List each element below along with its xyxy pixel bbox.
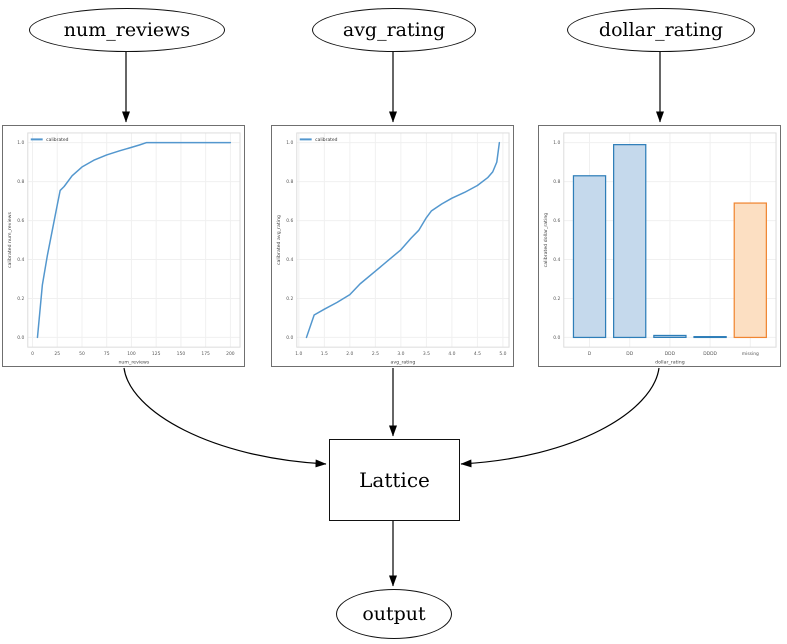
svg-text:missing: missing bbox=[742, 351, 759, 357]
svg-text:3.0: 3.0 bbox=[397, 351, 404, 357]
node-lattice: Lattice bbox=[329, 439, 460, 521]
edge-calibrator3-to-lattice bbox=[460, 367, 660, 468]
legend: calibrated bbox=[299, 137, 338, 143]
plot-frame bbox=[296, 132, 510, 348]
svg-text:DD: DD bbox=[626, 351, 633, 357]
y-axis-label: calibrated num_reviews bbox=[7, 212, 13, 269]
svg-text:1.0: 1.0 bbox=[17, 140, 24, 146]
plot-frame bbox=[563, 132, 777, 348]
svg-text:0.6: 0.6 bbox=[553, 218, 560, 224]
svg-text:5.0: 5.0 bbox=[499, 351, 506, 357]
gridlines bbox=[27, 132, 241, 348]
svg-text:3.5: 3.5 bbox=[423, 351, 430, 357]
calibration-plot-avg-rating: calibrated 1.0 1.5 2.0 2.5 3.0 3.5 4.0 4.5 5.0 0.0… bbox=[276, 132, 510, 366]
gridlines bbox=[296, 132, 510, 348]
svg-text:1.0: 1.0 bbox=[295, 351, 302, 357]
svg-text:0.8: 0.8 bbox=[553, 179, 560, 185]
svg-text:25: 25 bbox=[54, 351, 60, 357]
y-axis-label: calibrated avg_rating bbox=[276, 215, 282, 265]
svg-text:0: 0 bbox=[31, 351, 34, 357]
bar-DDD bbox=[653, 334, 687, 339]
svg-text:0.8: 0.8 bbox=[17, 179, 24, 185]
svg-text:200: 200 bbox=[226, 351, 235, 357]
svg-text:0.6: 0.6 bbox=[286, 218, 293, 224]
x-axis-label: avg_rating bbox=[390, 360, 415, 366]
svg-text:175: 175 bbox=[201, 351, 210, 357]
svg-text:0.4: 0.4 bbox=[286, 257, 293, 263]
svg-text:4.0: 4.0 bbox=[448, 351, 455, 357]
svg-text:75: 75 bbox=[104, 351, 110, 357]
edge-calibrator1-to-lattice bbox=[123, 367, 327, 468]
legend-label: calibrated bbox=[315, 137, 338, 143]
bar-DD bbox=[613, 144, 647, 339]
calibration-curve bbox=[305, 141, 501, 339]
calibration-curve bbox=[36, 141, 232, 339]
svg-text:125: 125 bbox=[152, 351, 161, 357]
bar-missing bbox=[733, 202, 767, 339]
bars bbox=[572, 144, 767, 339]
svg-text:0.4: 0.4 bbox=[553, 257, 560, 263]
node-dollar-rating: dollar_rating bbox=[567, 8, 755, 52]
y-tick-labels: 0.0 0.2 0.4 0.6 0.8 1.0 bbox=[286, 140, 293, 341]
svg-text:50: 50 bbox=[79, 351, 85, 357]
svg-text:1.0: 1.0 bbox=[286, 140, 293, 146]
x-tick-labels: 0 25 50 75 100 125 150 175 200 bbox=[31, 351, 235, 357]
svg-text:1.0: 1.0 bbox=[553, 140, 560, 146]
node-num-reviews: num_reviews bbox=[29, 8, 225, 52]
svg-text:0.2: 0.2 bbox=[286, 296, 293, 302]
node-output: output bbox=[336, 589, 452, 639]
svg-text:0.4: 0.4 bbox=[17, 257, 24, 263]
legend: calibrated bbox=[30, 137, 69, 143]
bar-DDDD bbox=[693, 336, 727, 339]
calibrator-chart-avg-rating: calibrated 1.0 1.5 2.0 2.5 3.0 3.5 4.0 4.5 5.0 0.0… bbox=[271, 125, 514, 367]
node-lattice-label: Lattice bbox=[359, 468, 430, 492]
node-avg-rating-label: avg_rating bbox=[342, 19, 446, 41]
svg-text:2.0: 2.0 bbox=[346, 351, 353, 357]
svg-text:0.2: 0.2 bbox=[553, 296, 560, 302]
svg-text:D: D bbox=[588, 351, 592, 357]
node-num-reviews-label: num_reviews bbox=[63, 19, 191, 41]
node-avg-rating: avg_rating bbox=[312, 8, 476, 52]
svg-text:0.0: 0.0 bbox=[286, 335, 293, 341]
svg-text:DDD: DDD bbox=[665, 351, 676, 357]
svg-text:0.8: 0.8 bbox=[286, 179, 293, 185]
x-axis-label: num_reviews bbox=[118, 360, 149, 366]
y-axis-label: calibrated dollar_rating bbox=[543, 213, 549, 268]
legend-label: calibrated bbox=[46, 137, 69, 143]
node-dollar-rating-label: dollar_rating bbox=[598, 19, 724, 41]
x-tick-labels: 1.0 1.5 2.0 2.5 3.0 3.5 4.0 4.5 5.0 bbox=[295, 351, 506, 357]
svg-text:0.0: 0.0 bbox=[553, 335, 560, 341]
svg-text:0.0: 0.0 bbox=[17, 335, 24, 341]
svg-text:150: 150 bbox=[177, 351, 186, 357]
svg-text:4.5: 4.5 bbox=[474, 351, 481, 357]
y-tick-labels: 0.0 0.2 0.4 0.6 0.8 1.0 bbox=[17, 140, 24, 341]
svg-text:0.6: 0.6 bbox=[17, 218, 24, 224]
plot-frame bbox=[27, 132, 241, 348]
bar-D bbox=[572, 175, 607, 339]
svg-text:DDDD: DDDD bbox=[703, 351, 717, 357]
svg-text:100: 100 bbox=[127, 351, 136, 357]
y-tick-labels: 0.0 0.2 0.4 0.6 0.8 1.0 bbox=[553, 140, 560, 341]
node-output-label: output bbox=[362, 603, 426, 625]
svg-text:0.2: 0.2 bbox=[17, 296, 24, 302]
svg-text:1.5: 1.5 bbox=[321, 351, 328, 357]
svg-text:2.5: 2.5 bbox=[372, 351, 379, 357]
x-axis-label: dollar_rating bbox=[655, 360, 685, 366]
